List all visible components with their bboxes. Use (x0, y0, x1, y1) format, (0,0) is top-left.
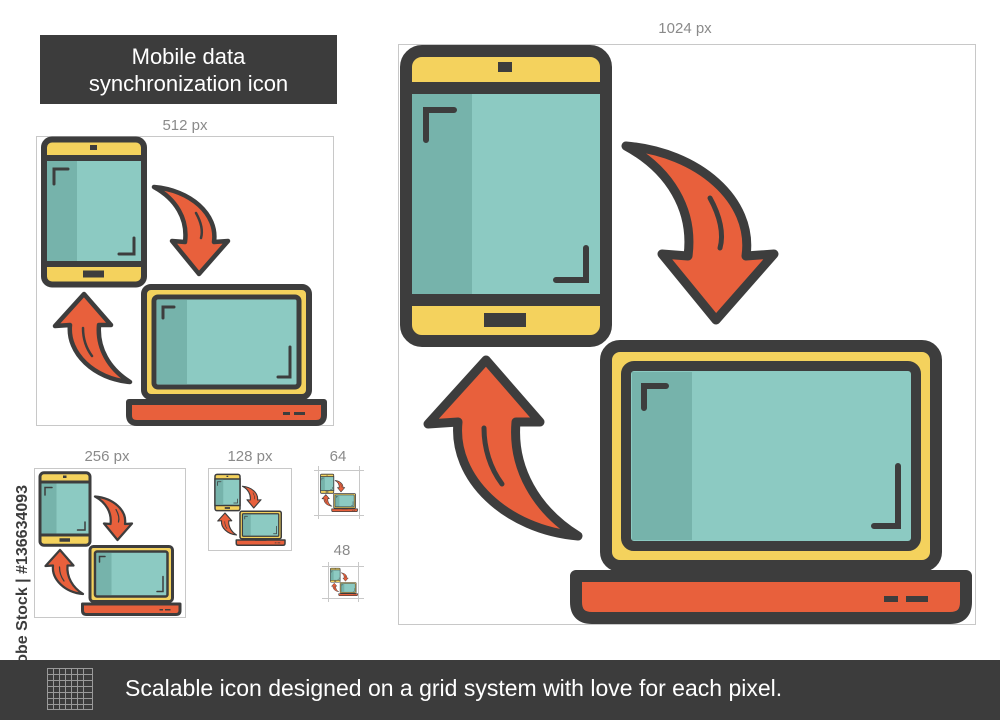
guide-line (359, 466, 360, 519)
sync-icon-256 (38, 471, 182, 616)
guide-line (328, 562, 329, 602)
sync-icon-1024 (398, 48, 974, 624)
size-label-1024: 1024 px (658, 20, 712, 37)
sync-icon-128 (214, 473, 286, 546)
footer-bar: Scalable icon designed on a grid system … (0, 660, 1000, 720)
size-label-64: 64 (329, 448, 347, 465)
guide-line (34, 468, 35, 618)
title-line-1: Mobile data (131, 43, 246, 69)
guide-line (34, 617, 186, 618)
guide-line (318, 466, 319, 519)
size-label-512: 512 px (162, 117, 208, 134)
guide-line (398, 44, 976, 45)
title-line-2: synchronization icon (88, 70, 289, 96)
pixel-grid-icon (47, 668, 93, 710)
guide-line (36, 136, 37, 426)
stock-id-text: Adobe Stock | #136634093 (14, 484, 32, 686)
guide-line (398, 44, 399, 625)
guide-line (333, 136, 334, 426)
sync-icon-48 (330, 567, 358, 596)
guide-line (185, 468, 186, 618)
guide-line (34, 468, 186, 469)
guide-line (208, 468, 209, 551)
title-box: Mobile data synchronization icon (40, 35, 337, 104)
guide-line (208, 550, 292, 551)
guide-line (208, 468, 292, 469)
guide-line (398, 624, 976, 625)
sync-icon-512 (40, 138, 328, 426)
stock-id: Adobe Stock | #136634093 (6, 485, 40, 685)
guide-line (314, 515, 364, 516)
guide-line (322, 566, 364, 567)
guide-line (358, 562, 359, 602)
footer-tagline: Scalable icon designed on a grid system … (125, 675, 783, 701)
size-label-256: 256 px (84, 448, 130, 465)
guide-line (975, 44, 976, 625)
size-label-128: 128 px (227, 448, 273, 465)
guide-line (36, 136, 334, 137)
guide-line (322, 598, 364, 599)
guide-line (291, 468, 292, 551)
guide-line (314, 470, 364, 471)
sync-icon-64 (320, 473, 358, 512)
size-label-48: 48 (333, 542, 351, 559)
